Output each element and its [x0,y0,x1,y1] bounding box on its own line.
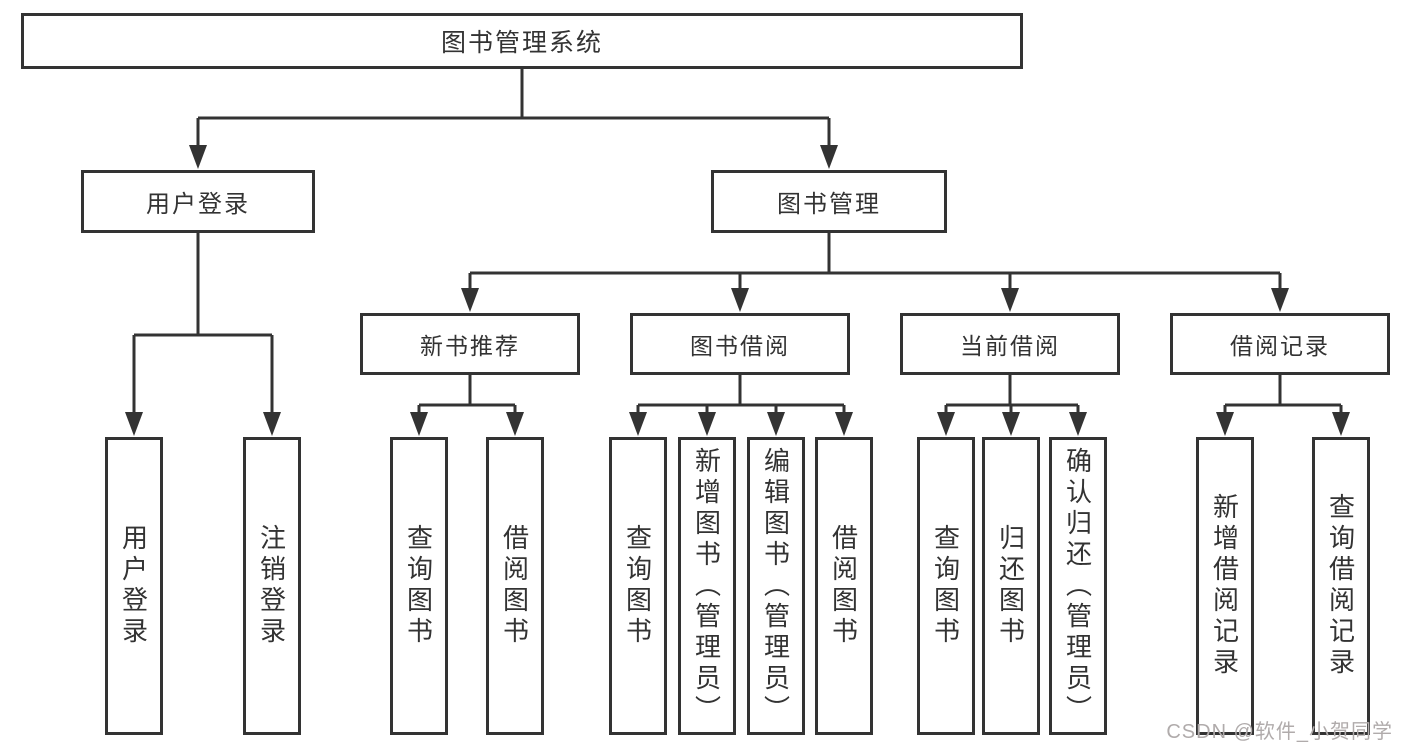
leaf-query-books-current: 查询图书 [917,437,975,735]
leaf-add-book-admin: 新增图书（管理员） [678,437,736,735]
leaf-query-books-borrow: 查询图书 [609,437,667,735]
leaf-borrow-books-recommend: 借阅图书 [486,437,544,735]
leaf-borrow-books: 借阅图书 [815,437,873,735]
leaf-confirm-return-admin-label: 确认归还（管理员） [1062,446,1093,726]
arrowheads [125,145,1350,436]
leaf-add-book-admin-label: 新增图书（管理员） [691,446,722,726]
node-book-borrow-label: 图书借阅 [690,333,790,359]
leaf-query-books-recommend: 查询图书 [390,437,448,735]
node-current-borrow: 当前借阅 [900,313,1120,375]
leaf-borrow-books-label: 借阅图书 [828,524,859,648]
leaf-add-borrow-record-label: 新增借阅记录 [1209,493,1240,679]
node-new-book-recommend-label: 新书推荐 [420,333,520,359]
node-root-system: 图书管理系统 [21,13,1023,69]
node-book-management-label: 图书管理 [777,191,881,218]
node-borrow-records: 借阅记录 [1170,313,1390,375]
csdn-watermark: CSDN @软件_小贺同学 [1166,721,1393,743]
leaf-edit-book-admin-label: 编辑图书（管理员） [760,446,791,726]
leaf-add-borrow-record: 新增借阅记录 [1196,437,1254,735]
leaf-borrow-books-recommend-label: 借阅图书 [499,524,530,648]
node-root-system-label: 图书管理系统 [440,29,603,57]
leaf-confirm-return-admin: 确认归还（管理员） [1049,437,1107,735]
leaf-query-books-recommend-label: 查询图书 [403,524,434,648]
leaf-user-login: 用户登录 [105,437,163,735]
node-user-login: 用户登录 [81,170,315,233]
leaf-return-books: 归还图书 [982,437,1040,735]
node-current-borrow-label: 当前借阅 [960,333,1060,359]
node-new-book-recommend: 新书推荐 [360,313,580,375]
leaf-return-books-label: 归还图书 [995,524,1026,648]
node-book-borrow: 图书借阅 [630,313,850,375]
node-book-management: 图书管理 [711,170,947,233]
leaf-logout-label: 注销登录 [256,524,287,648]
leaf-logout: 注销登录 [243,437,301,735]
connector-lines [132,69,1343,418]
node-borrow-records-label: 借阅记录 [1230,333,1330,359]
leaf-query-books-current-label: 查询图书 [930,524,961,648]
leaf-user-login-label: 用户登录 [118,524,149,648]
node-user-login-label: 用户登录 [146,191,250,218]
leaf-query-books-borrow-label: 查询图书 [622,524,653,648]
leaf-query-borrow-record-label: 查询借阅记录 [1325,493,1356,679]
leaf-query-borrow-record: 查询借阅记录 [1312,437,1370,735]
leaf-edit-book-admin: 编辑图书（管理员） [747,437,805,735]
